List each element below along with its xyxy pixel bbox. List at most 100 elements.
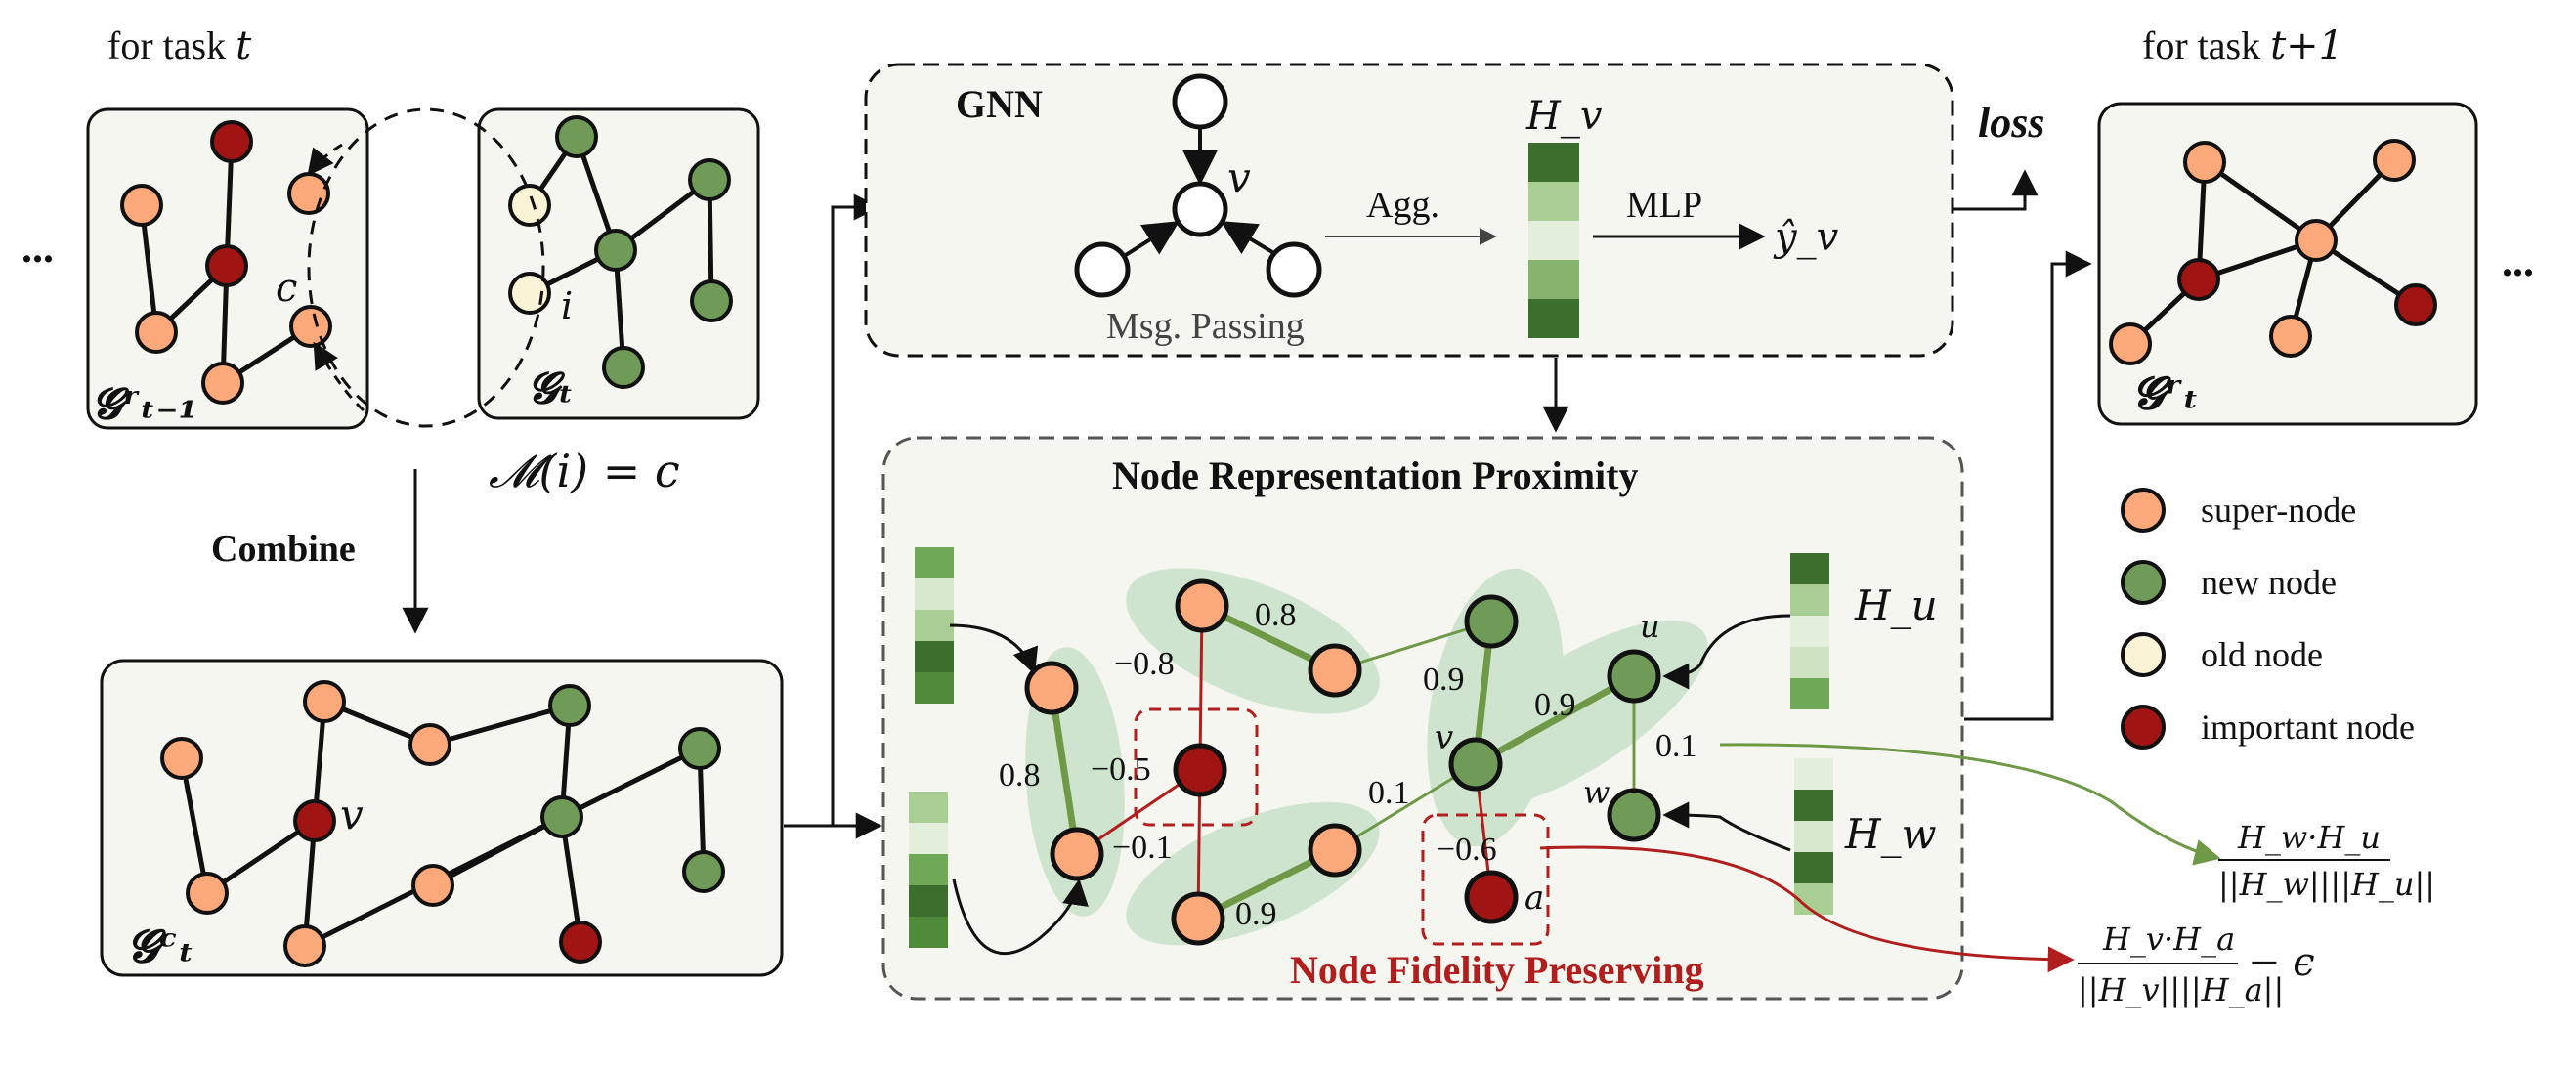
new-node: [690, 279, 733, 322]
combined-graph-label: 𝓖ᶜₜ: [127, 920, 194, 972]
target-node-v: [1172, 181, 1228, 237]
weight-label: 0.9: [1534, 687, 1576, 723]
super-node: [2183, 141, 2226, 184]
super-node: [1171, 891, 1225, 946]
similarity-formula-red: H_v·H_a ||H_v||||H_a|| − ϵ: [2078, 921, 2315, 1008]
flow-to-next-task: [1964, 250, 2092, 721]
super-node: [186, 872, 229, 915]
neighbor-node: [1074, 241, 1131, 298]
gnn-v-label: v: [1227, 153, 1251, 201]
formula-numerator: H_w·H_u: [2237, 819, 2381, 856]
mapping-arrow-top: [307, 143, 343, 177]
weight-label: 0.8: [1255, 597, 1297, 633]
vector-arrow: [1662, 614, 1791, 690]
weight-label: −0.6: [1437, 832, 1497, 868]
weight-label: 0.1: [1655, 728, 1697, 764]
super-node: [135, 311, 178, 354]
old-node: [508, 184, 551, 227]
formula-numerator: H_v·H_a: [2102, 921, 2235, 958]
super-node: [120, 184, 163, 227]
msg-passing-label: Msg. Passing: [1106, 306, 1305, 347]
fidelity-box-2: [1421, 813, 1550, 946]
vector-cell: [915, 547, 954, 578]
formula-denominator: ||H_w||||H_u||: [2218, 866, 2435, 903]
vector-arrow: [1662, 801, 1791, 852]
legend-marker: [2121, 488, 2166, 533]
hw-label: H_w: [1844, 810, 1937, 858]
legend-label: super-node: [2201, 491, 2356, 530]
node-v-label: v: [1435, 718, 1453, 757]
vector-arrow: [949, 623, 1039, 675]
important-node-a: [1464, 870, 1519, 924]
graph-cur-nodes: [508, 115, 733, 389]
hv-vector: [1528, 143, 1579, 338]
super-node: [287, 172, 330, 215]
neighbor-node: [1266, 241, 1322, 298]
super-node: [160, 737, 203, 780]
vector-cell: [1528, 182, 1579, 221]
similarity-formula-green: H_w·H_u ||H_w||||H_u||: [2218, 819, 2435, 903]
new-node: [594, 229, 637, 272]
loss-arrow: [1953, 169, 2039, 211]
super-node: [411, 864, 454, 907]
vector-cell: [1528, 260, 1579, 299]
legend-label: important node: [2201, 707, 2415, 747]
combined-nodes: [160, 680, 725, 967]
legend-label: old node: [2201, 635, 2323, 674]
ellipsis-left: ...: [21, 224, 54, 272]
edge-weights: 0.8 0.8 0.9 0.9 0.1 0.9 0.1 −0.8 −0.5 −0…: [999, 597, 1697, 932]
legend-marker: [2121, 705, 2166, 750]
node-a-label: a: [1524, 878, 1544, 918]
vector-cell: [1790, 553, 1829, 584]
vector-cell: [915, 578, 954, 610]
formula-tail: − ϵ: [2248, 940, 2315, 985]
weight-label: 0.1: [1368, 775, 1410, 811]
new-node: [602, 346, 645, 389]
new-node: [678, 727, 721, 770]
vector-cell: [909, 792, 948, 823]
node-w-label: w: [1583, 774, 1610, 811]
ellipsis-right: ...: [2502, 237, 2534, 285]
embedding-vector-top: [915, 547, 954, 704]
important-node: [559, 921, 602, 964]
new-node-w: [1607, 788, 1661, 842]
super-node: [303, 680, 346, 723]
vector-cell: [1528, 221, 1579, 260]
super-node: [1308, 823, 1362, 878]
graph-next-nodes: [2109, 139, 2437, 365]
graph-next-panel: [2097, 102, 2478, 426]
right-section: for task t+1 ... 𝓖ʳₜ: [1964, 23, 2534, 721]
weight-label: 0.8: [999, 757, 1041, 793]
new-node: [1464, 594, 1519, 649]
weight-label: 0.9: [1235, 896, 1277, 932]
vector-cell: [1790, 647, 1829, 678]
left-section: for task t ... c 𝓖ʳₜ₋₁: [21, 23, 882, 977]
embedding-vector-hu: [1790, 553, 1829, 709]
flow-to-gnn: [831, 193, 880, 826]
loss-label: loss: [1978, 99, 2044, 147]
vector-cell: [915, 610, 954, 641]
vector-cell: [1528, 143, 1579, 182]
fidelity-box-1: [1134, 707, 1259, 827]
new-node: [688, 158, 731, 201]
weight-label: −0.8: [1114, 646, 1175, 682]
red-formula-arrow: [1539, 845, 2075, 973]
node-i-label: i: [561, 284, 573, 327]
vector-cell: [909, 854, 948, 885]
important-node: [2177, 258, 2220, 301]
vector-arrow: [952, 878, 1089, 956]
node-u-label: u: [1640, 608, 1660, 645]
gnn-title: GNN: [956, 82, 1043, 126]
vector-cell: [1790, 678, 1829, 709]
important-node-v: [293, 799, 336, 842]
important-node: [2394, 283, 2437, 326]
graph-cur-label: 𝓖ₜ: [528, 364, 574, 413]
task-t-label: for task t: [107, 23, 252, 68]
proximity-title: Node Representation Proximity: [1112, 453, 1638, 497]
proximity-nodes: [1024, 578, 1661, 946]
vector-cell: [915, 672, 954, 704]
vector-cell: [915, 641, 954, 672]
mapping-arrow-bottom: [313, 341, 365, 412]
